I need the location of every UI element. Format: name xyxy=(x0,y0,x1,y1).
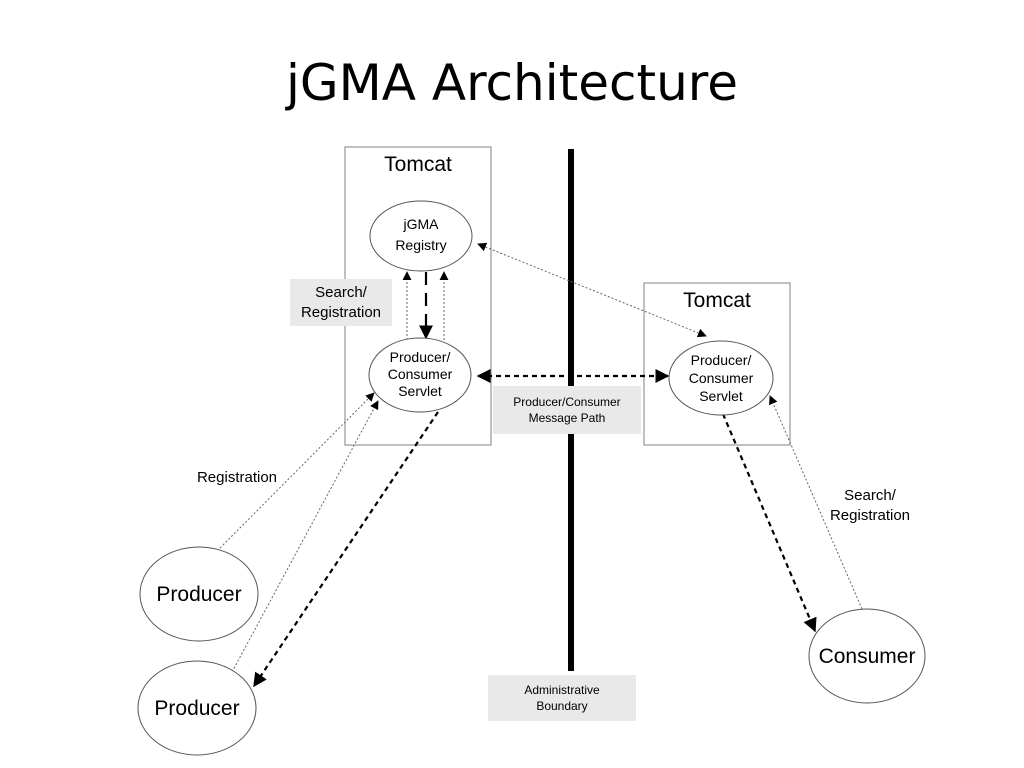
producer-2-label: Producer xyxy=(154,697,239,720)
right-servlet-line-3: Servlet xyxy=(699,388,743,404)
right-servlet-node xyxy=(668,340,774,416)
left-search-registration-box xyxy=(290,279,392,326)
left-servlet-line-3: Servlet xyxy=(398,383,442,399)
slide-title: jGMA Architecture xyxy=(286,54,738,112)
producer-2-node xyxy=(137,660,257,756)
registration-label: Registration xyxy=(197,469,277,486)
boundary-line-1: Administrative xyxy=(524,683,600,697)
boundary-box xyxy=(488,675,636,721)
left-tomcat-label: Tomcat xyxy=(384,153,452,176)
producer-1-node xyxy=(139,546,259,642)
servlet-to-producer-2-arrow xyxy=(253,411,439,688)
left-servlet-line-2: Consumer xyxy=(388,366,453,382)
right-tomcat-label: Tomcat xyxy=(683,289,751,312)
left-search-registration-line-1: Search/ xyxy=(315,284,368,301)
jgma-registry-node xyxy=(369,200,473,272)
message-path-box xyxy=(493,386,641,434)
left-search-registration-line-2: Registration xyxy=(301,304,381,321)
producer-1-registration-connector xyxy=(219,392,375,549)
producer-2-registration-connector xyxy=(231,400,379,673)
message-path-line-1: Producer/Consumer xyxy=(513,395,620,409)
consumer-label: Consumer xyxy=(819,645,916,668)
consumer-search-connector xyxy=(769,395,863,610)
boundary-line-2: Boundary xyxy=(536,699,587,713)
registry-label-line-1: jGMA xyxy=(403,216,440,232)
producer-1-label: Producer xyxy=(156,583,241,606)
registry-to-right-servlet-connector xyxy=(477,242,707,338)
right-servlet-line-1: Producer/ xyxy=(691,352,752,368)
message-path-line-2: Message Path xyxy=(529,411,606,425)
right-servlet-line-2: Consumer xyxy=(689,370,754,386)
consumer-node xyxy=(808,608,926,704)
right-servlet-to-consumer-arrow xyxy=(721,413,817,633)
right-tomcat-box xyxy=(643,282,791,446)
left-servlet-node xyxy=(368,337,472,413)
left-servlet-line-1: Producer/ xyxy=(390,349,451,365)
right-search-registration-line-2: Registration xyxy=(830,507,910,524)
right-search-registration-line-1: Search/ xyxy=(844,487,897,504)
registry-label-line-2: Registry xyxy=(395,237,446,253)
